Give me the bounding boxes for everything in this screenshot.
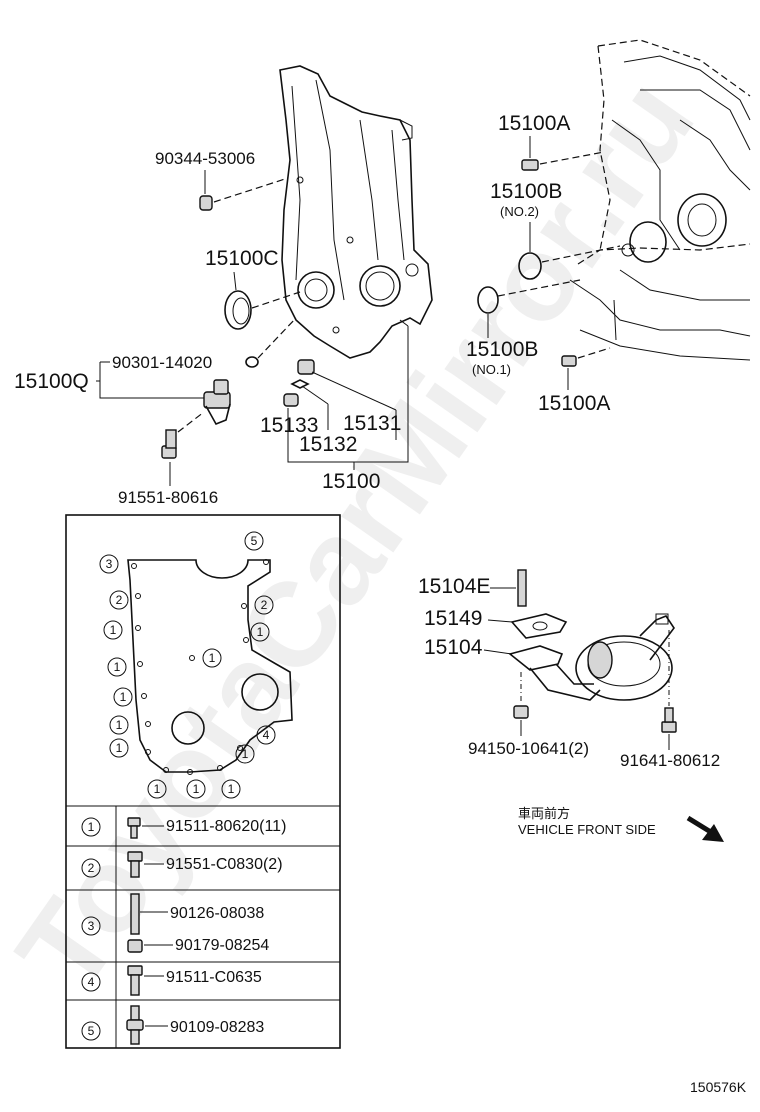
gasket-marker-1: 1 xyxy=(109,738,129,758)
watermark: ToyotaCarMirror.ru xyxy=(0,55,720,1015)
part-15100C-oil-seal xyxy=(224,290,301,330)
callout-15100A-bottom[interactable]: 15100A xyxy=(538,392,610,415)
part-15100B-no2-oring xyxy=(518,245,621,280)
svg-text:5: 5 xyxy=(251,534,258,548)
callout-15133[interactable]: 15133 xyxy=(260,414,318,437)
gasket-marker-5: 5 xyxy=(244,531,264,551)
svg-text:1: 1 xyxy=(120,690,127,704)
engine-block-illustration xyxy=(569,39,751,361)
svg-text:1: 1 xyxy=(193,782,200,796)
gasket-marker-1: 1 xyxy=(186,779,206,799)
callout-90301-14020[interactable]: 90301-14020 xyxy=(112,353,212,372)
callout-91551-80616[interactable]: 91551-80616 xyxy=(118,488,218,507)
svg-text:5: 5 xyxy=(88,1024,95,1038)
gasket-marker-3: 3 xyxy=(99,554,119,574)
callout-15149[interactable]: 15149 xyxy=(424,607,482,630)
gasket-marker-1: 1 xyxy=(202,648,222,668)
svg-text:1: 1 xyxy=(209,651,216,665)
front-note-jp: 車両前方 xyxy=(518,806,570,821)
legend-part-91551-C0830[interactable]: 91551-C0830(2) xyxy=(166,856,283,873)
svg-text:1: 1 xyxy=(242,747,249,761)
svg-text:1: 1 xyxy=(116,718,123,732)
svg-text:1: 1 xyxy=(228,782,235,796)
front-note-en: VEHICLE FRONT SIDE xyxy=(518,822,656,837)
legend-row-3[interactable]: 3 90126-08038 90179-08254 xyxy=(81,893,269,954)
arrow-down-right-icon xyxy=(686,815,724,842)
callout-15104E[interactable]: 15104E xyxy=(418,575,490,598)
svg-text:1: 1 xyxy=(88,820,95,834)
part-15104-oil-strainer xyxy=(508,613,675,701)
gasket-marker-1: 1 xyxy=(103,620,123,640)
gasket-marker-1: 1 xyxy=(250,622,270,642)
callout-15104[interactable]: 15104 xyxy=(424,636,483,659)
part-15100B-no1-oring xyxy=(477,279,581,314)
legend-part-91511-C0635[interactable]: 91511-C0635 xyxy=(166,969,262,986)
part-90344-plug xyxy=(199,177,289,211)
gasket-marker-2: 2 xyxy=(254,595,274,615)
gasket-marker-1: 1 xyxy=(113,687,133,707)
callout-15100B-bottom[interactable]: 15100B xyxy=(466,338,538,361)
callout-15100Q[interactable]: 15100Q xyxy=(14,370,89,393)
legend-part-90179-08254[interactable]: 90179-08254 xyxy=(175,937,269,954)
callout-15100[interactable]: 15100 xyxy=(322,470,380,493)
part-relief-valve-set xyxy=(283,359,315,407)
callout-15100B-top[interactable]: 15100B xyxy=(490,180,562,203)
legend-part-90126-08038[interactable]: 90126-08038 xyxy=(170,905,264,922)
diagram-code: 150576K xyxy=(690,1079,747,1095)
svg-text:2: 2 xyxy=(116,593,123,607)
svg-text:1: 1 xyxy=(114,660,121,674)
svg-text:2: 2 xyxy=(261,598,268,612)
gasket-marker-1: 1 xyxy=(107,657,127,677)
part-15104E-stud xyxy=(517,569,527,607)
part-94150-nut xyxy=(513,672,529,719)
svg-text:1: 1 xyxy=(116,741,123,755)
part-15100A-bottom-dowel xyxy=(561,347,611,367)
gasket-marker-1: 1 xyxy=(221,779,241,799)
callout-15131[interactable]: 15131 xyxy=(343,412,401,435)
callout-15100C[interactable]: 15100C xyxy=(205,247,279,270)
legend-row-4[interactable]: 4 91511-C0635 xyxy=(81,965,262,996)
gasket-marker-1: 1 xyxy=(235,744,255,764)
part-oil-control-valve xyxy=(203,379,231,426)
callout-15132[interactable]: 15132 xyxy=(299,433,357,456)
svg-text:1: 1 xyxy=(154,782,161,796)
gasket-marker-1: 1 xyxy=(147,779,167,799)
callout-15100B-top-sub: (NO.2) xyxy=(500,204,539,219)
part-15149-gasket xyxy=(510,613,568,639)
svg-text:1: 1 xyxy=(110,623,117,637)
gasket-marker-1: 1 xyxy=(109,715,129,735)
callout-90344-53006[interactable]: 90344-53006 xyxy=(155,149,255,168)
part-15100A-top-dowel xyxy=(521,151,605,171)
timing-cover-illustration xyxy=(279,65,433,359)
svg-text:4: 4 xyxy=(263,728,270,742)
part-91641-bolt xyxy=(661,630,677,733)
svg-text:3: 3 xyxy=(106,557,113,571)
gasket-marker-2: 2 xyxy=(109,590,129,610)
svg-text:3: 3 xyxy=(88,919,95,933)
part-90301-oring xyxy=(245,317,297,368)
svg-text:1: 1 xyxy=(257,625,264,639)
svg-text:2: 2 xyxy=(88,861,95,875)
part-91551-80616-bolt xyxy=(161,411,205,459)
svg-text:4: 4 xyxy=(88,975,95,989)
gasket-outline xyxy=(127,559,293,775)
gasket-bolt-panel xyxy=(65,514,341,1049)
callout-15100A-top[interactable]: 15100A xyxy=(498,112,570,135)
callout-94150-10641[interactable]: 94150-10641(2) xyxy=(468,739,589,758)
callout-91641-80612[interactable]: 91641-80612 xyxy=(620,751,720,770)
callout-15100B-bottom-sub: (NO.1) xyxy=(472,362,511,377)
gasket-marker-4: 4 xyxy=(256,725,276,745)
legend-row-5[interactable]: 5 90109-08283 xyxy=(81,1005,264,1045)
legend-part-90109-08283[interactable]: 90109-08283 xyxy=(170,1019,264,1036)
legend-part-91511-80620[interactable]: 91511-80620(11) xyxy=(166,818,286,835)
legend-row-2[interactable]: 2 91551-C0830(2) xyxy=(81,851,283,878)
legend-row-1[interactable]: 1 91511-80620(11) xyxy=(81,817,286,839)
